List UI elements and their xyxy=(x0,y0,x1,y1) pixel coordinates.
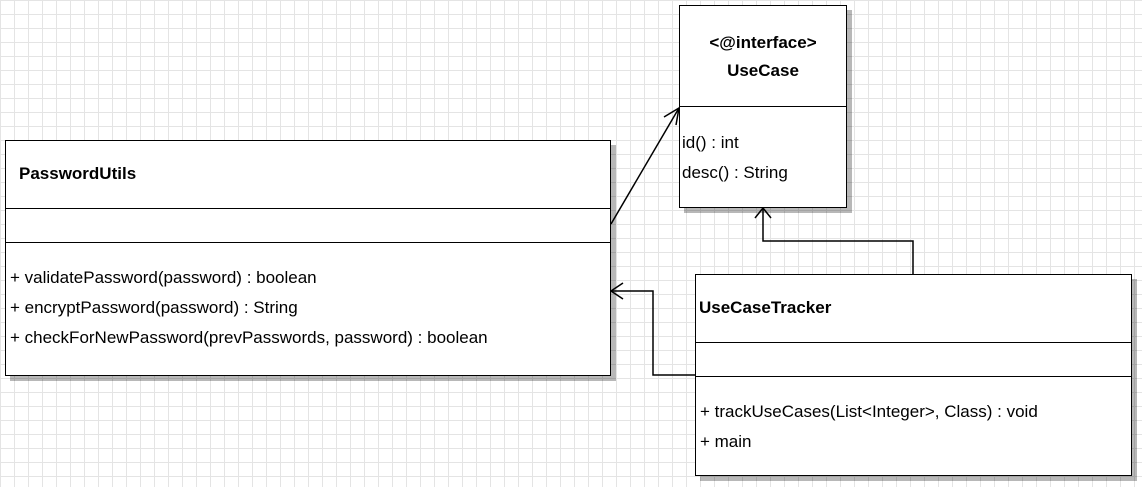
relation-usecasetracker-usecase xyxy=(754,206,914,275)
method: + main xyxy=(700,432,752,451)
class-passwordutils[interactable]: PasswordUtils + validatePassword(passwor… xyxy=(5,140,611,376)
class-name: UseCaseTracker xyxy=(699,298,832,317)
class-header: UseCaseTracker xyxy=(696,275,1131,343)
class-attributes xyxy=(696,343,1131,377)
class-header: <@interface> UseCase xyxy=(680,6,846,107)
class-usecasetracker[interactable]: UseCaseTracker + trackUseCases(List<Inte… xyxy=(695,274,1132,476)
class-usecase[interactable]: <@interface> UseCase id() : int desc() :… xyxy=(679,5,847,208)
class-name: PasswordUtils xyxy=(19,164,137,183)
method: id() : int xyxy=(682,133,739,152)
relation-usecasetracker-passwordutils xyxy=(609,282,697,376)
arrow-head-icon xyxy=(609,282,624,300)
class-name: UseCase xyxy=(727,61,799,80)
method: + trackUseCases(List<Integer>, Class) : … xyxy=(700,402,1038,421)
arrow-head-icon xyxy=(754,206,772,219)
class-methods: id() : int desc() : String xyxy=(680,107,846,188)
class-methods: + trackUseCases(List<Integer>, Class) : … xyxy=(696,377,1131,457)
method: + checkForNewPassword(prevPasswords, pas… xyxy=(10,328,488,347)
method: desc() : String xyxy=(682,163,788,182)
class-stereotype: <@interface> xyxy=(709,33,817,52)
relation-passwordutils-usecase xyxy=(610,106,681,225)
class-header: PasswordUtils xyxy=(6,141,610,209)
class-attributes xyxy=(6,209,610,243)
method: + validatePassword(password) : boolean xyxy=(10,268,317,287)
method: + encryptPassword(password) : String xyxy=(10,298,298,317)
class-methods: + validatePassword(password) : boolean +… xyxy=(6,243,610,353)
